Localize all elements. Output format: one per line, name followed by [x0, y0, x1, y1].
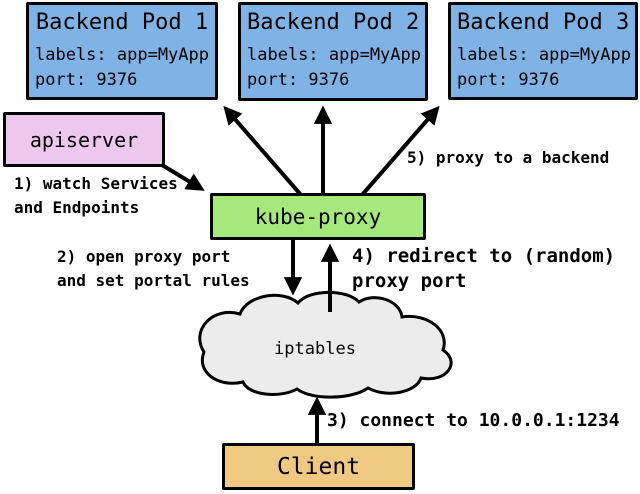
arrow-kubeproxy-to-pod3: [360, 105, 440, 197]
backend-pod-1-box: Backend Pod 1 labels: app=MyApp port: 93…: [26, 2, 218, 100]
annotation-step2-line2: and set portal rules: [57, 271, 250, 290]
annotation-step1-line2: and Endpoints: [14, 198, 140, 217]
apiserver-box: apiserver: [3, 112, 165, 167]
annotation-step3-connect: 3) connect to 10.0.0.1:1234: [327, 410, 620, 431]
backend-pod-2-port: port: 9376: [247, 70, 350, 90]
annotation-step5-proxy-backend: 5) proxy to a backend: [407, 148, 610, 167]
client-label: Client: [276, 453, 361, 480]
backend-pod-2-title: Backend Pod 2: [247, 10, 420, 35]
backend-pod-1-labels: labels: app=MyApp: [35, 45, 209, 65]
backend-pod-1-port: port: 9376: [35, 70, 138, 90]
arrow-kubeproxy-to-pod1: [223, 105, 303, 197]
iptables-label: iptables: [274, 339, 356, 359]
annotation-step2-open-proxy-port: 2) open proxy port and set portal rules: [57, 245, 250, 293]
annotation-step4-line1: 4) redirect to (random): [352, 245, 616, 267]
backend-pod-2-labels: labels: app=MyApp: [247, 45, 421, 65]
annotation-step1-line1: 1) watch Services: [14, 174, 178, 193]
backend-pod-3-labels: labels: app=MyApp: [457, 45, 631, 65]
backend-pod-3-box: Backend Pod 3 labels: app=MyApp port: 93…: [448, 2, 638, 100]
kube-proxy-label: kube-proxy: [254, 204, 382, 229]
iptables-cloud: [198, 290, 453, 399]
backend-pod-3-title: Backend Pod 3: [457, 10, 630, 35]
annotation-step1-watch-services: 1) watch Services and Endpoints: [14, 172, 178, 220]
annotation-step4-redirect: 4) redirect to (random) proxy port: [352, 244, 615, 294]
annotation-step2-line1: 2) open proxy port: [57, 247, 231, 266]
backend-pod-3-port: port: 9376: [457, 70, 560, 90]
apiserver-label: apiserver: [29, 127, 139, 152]
backend-pod-1-title: Backend Pod 1: [35, 10, 209, 35]
client-box: Client: [222, 443, 415, 490]
annotation-step4-line2: proxy port: [352, 270, 467, 292]
backend-pod-2-box: Backend Pod 2 labels: app=MyApp port: 93…: [238, 2, 428, 101]
arrow-apiserver-to-kubeproxy: [160, 163, 205, 191]
kube-proxy-box: kube-proxy: [210, 193, 426, 240]
